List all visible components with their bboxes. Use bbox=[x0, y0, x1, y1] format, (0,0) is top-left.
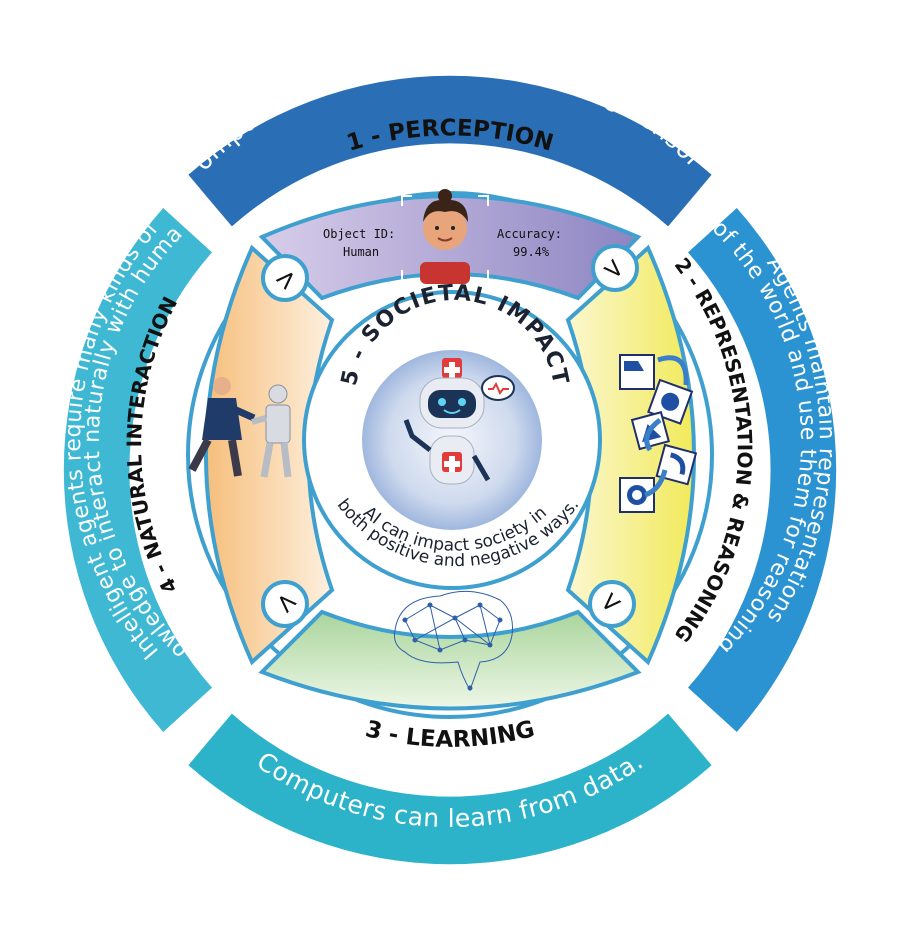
reasoning-cubes-icon bbox=[619, 354, 698, 513]
outer-ring-left bbox=[63, 208, 213, 732]
arrow-connectors: > > > > bbox=[261, 244, 639, 628]
accuracy-label: Accuracy: bbox=[497, 227, 562, 241]
accuracy-value: 99.4% bbox=[513, 245, 550, 259]
outer-ring-bottom bbox=[188, 713, 712, 865]
handshake-icon bbox=[188, 377, 292, 478]
perception-content: Object ID: Human Accuracy: 99.4% bbox=[323, 189, 562, 284]
object-id-value: Human bbox=[343, 245, 379, 259]
section-title-learning: 3 - LEARNING bbox=[363, 716, 537, 753]
brain-nodes bbox=[402, 602, 503, 691]
object-id-label: Object ID: bbox=[323, 227, 395, 241]
robot-icon bbox=[403, 358, 515, 485]
quadrant-panels bbox=[204, 194, 696, 711]
outer-ring-right bbox=[688, 208, 837, 732]
outer-ring-top bbox=[188, 75, 712, 227]
outer-ring bbox=[63, 75, 837, 865]
brain-network-icon bbox=[394, 590, 513, 692]
panel-learning bbox=[258, 609, 642, 711]
face-detection-icon bbox=[401, 189, 489, 284]
